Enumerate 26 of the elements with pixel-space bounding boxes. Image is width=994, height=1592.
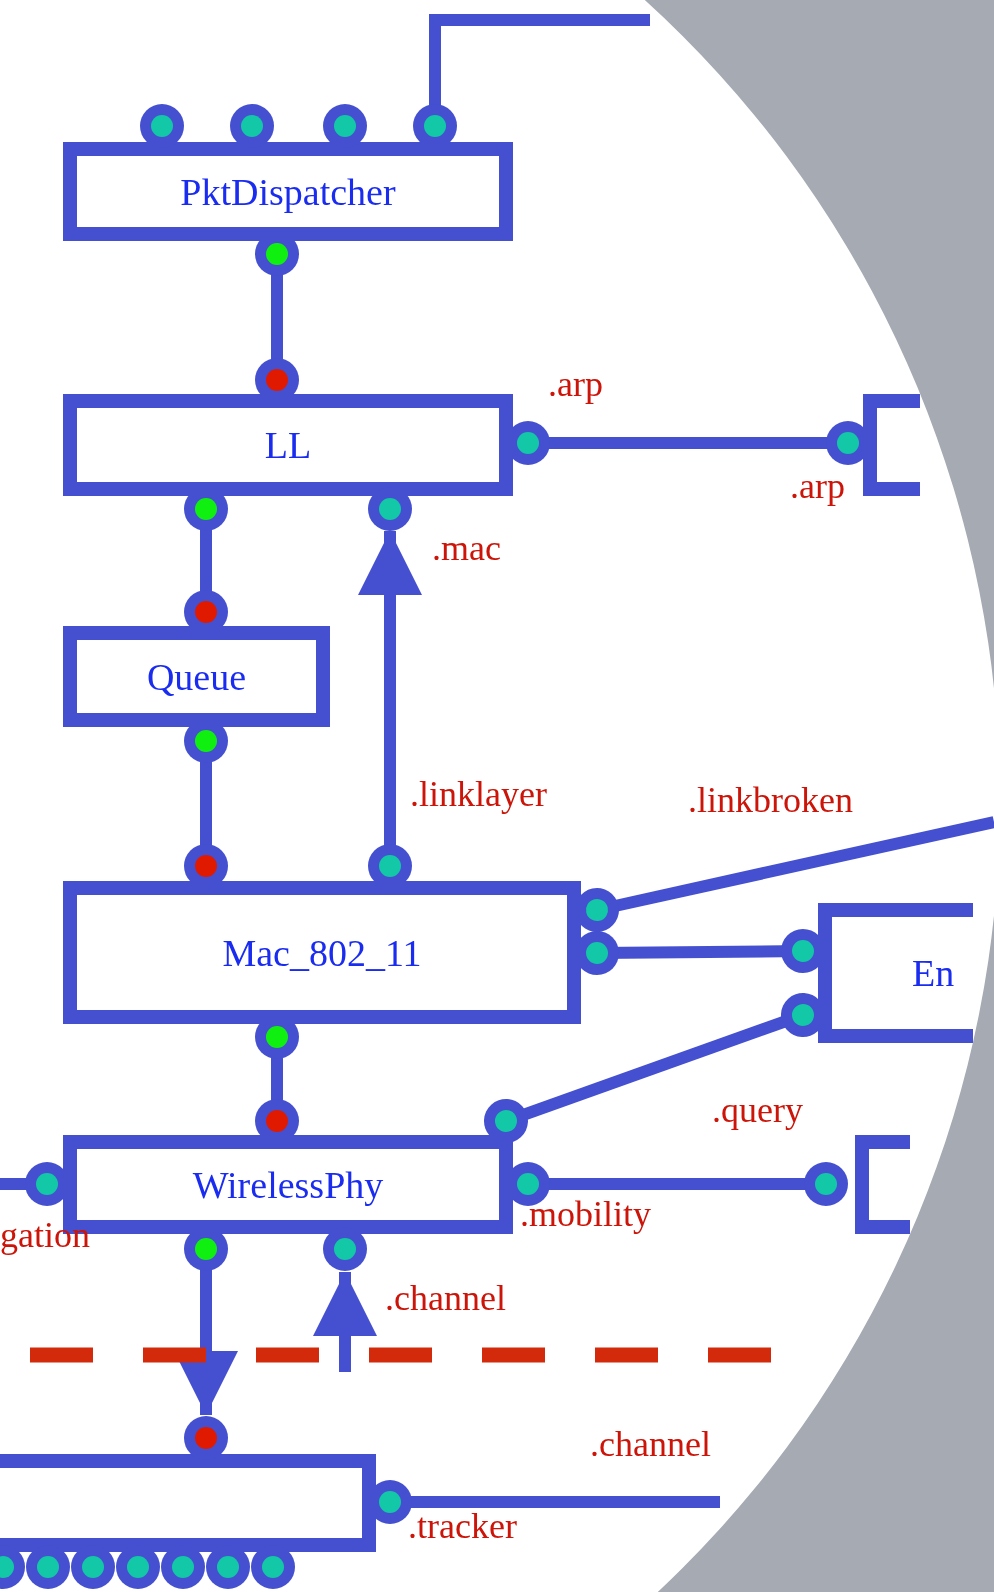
component-box (63, 626, 330, 727)
port-label: .linklayer (410, 776, 547, 812)
port-label: .arp (548, 366, 603, 402)
port-label: .arp (790, 468, 845, 504)
component-box (63, 394, 513, 496)
component-name: Mac_802_11 (222, 930, 422, 975)
component-name: WirelessPhy (192, 1162, 384, 1207)
port-label: .tracker (408, 1508, 517, 1544)
port-label: .query (712, 1092, 803, 1128)
component-name: PktDispatcher (180, 169, 396, 214)
component-box (63, 142, 513, 241)
component-box (63, 881, 581, 1024)
port-label: gation (0, 1217, 90, 1253)
component-name: LL (264, 423, 312, 467)
port-label: .mobility (520, 1196, 651, 1232)
component-box (855, 1135, 910, 1234)
component-box (863, 394, 920, 496)
port-label: .channel (590, 1426, 711, 1462)
component-name: En (912, 951, 955, 995)
port-label: .channel (385, 1280, 506, 1316)
arrow (313, 1272, 377, 1372)
component-box (818, 903, 973, 1043)
port-label: .linkbroken (688, 782, 853, 818)
component-box (0, 1454, 376, 1552)
component-name: Queue (146, 654, 247, 699)
port-label: .mac (432, 530, 501, 566)
